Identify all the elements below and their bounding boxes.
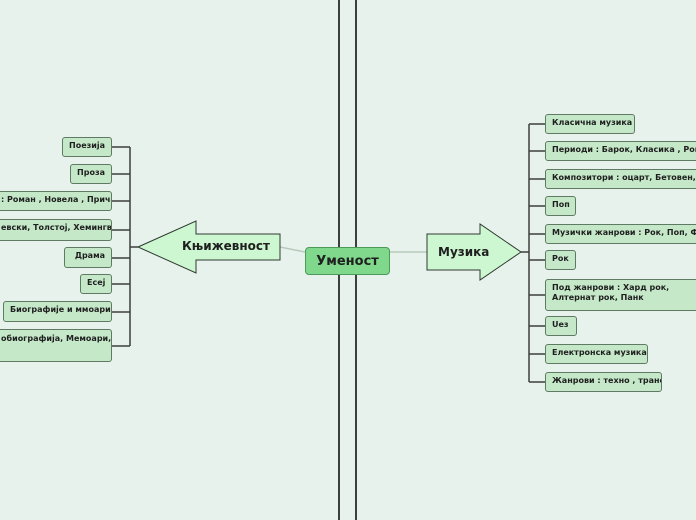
- topic-electronic-genres[interactable]: Жанрови : техно , транс: [545, 372, 662, 392]
- topic-composers[interactable]: Композитори : оцарт, Бетовен, Бах: [545, 169, 696, 189]
- topic-music-genres[interactable]: Музички жанрови : Рок, Поп, Фол: [545, 224, 696, 244]
- topic-blues[interactable]: Uез: [545, 316, 577, 336]
- music-bracket: [521, 123, 545, 383]
- topic-biography-types[interactable]: обиографија, Мемоари,: [0, 329, 112, 362]
- literature-bracket: [112, 146, 138, 347]
- connector-center-left: [279, 246, 306, 253]
- topic-classical-music[interactable]: Класична музика: [545, 114, 635, 134]
- central-topic[interactable]: Уменост: [305, 247, 390, 275]
- music-arrow: [426, 223, 522, 281]
- topic-pop[interactable]: Поп: [545, 196, 576, 216]
- topic-prose-forms[interactable]: : Роман , Новела , Прича: [0, 191, 112, 211]
- topic-rock[interactable]: Рок: [545, 250, 576, 270]
- topic-poetry[interactable]: Поезија: [62, 137, 112, 157]
- topic-subgenres[interactable]: Под жанрови : Хард рок, Алтернат рок, Па…: [545, 279, 696, 311]
- topic-prose-authors[interactable]: евски, Толстој, Хемингвеј: [0, 219, 112, 241]
- topic-prose[interactable]: Проза: [70, 164, 112, 184]
- literature-arrow: [136, 220, 281, 274]
- topic-electronic-music[interactable]: Електронска музика: [545, 344, 648, 364]
- topic-biographies[interactable]: Биографије и ммоари: [3, 301, 112, 322]
- topic-essay[interactable]: Есеј: [80, 274, 112, 294]
- literature-title[interactable]: Књижевност: [182, 239, 270, 253]
- music-title[interactable]: Музика: [438, 245, 490, 259]
- topic-periods[interactable]: Периоди : Барок, Класика , Романт: [545, 141, 696, 161]
- topic-drama[interactable]: Драма: [64, 247, 112, 268]
